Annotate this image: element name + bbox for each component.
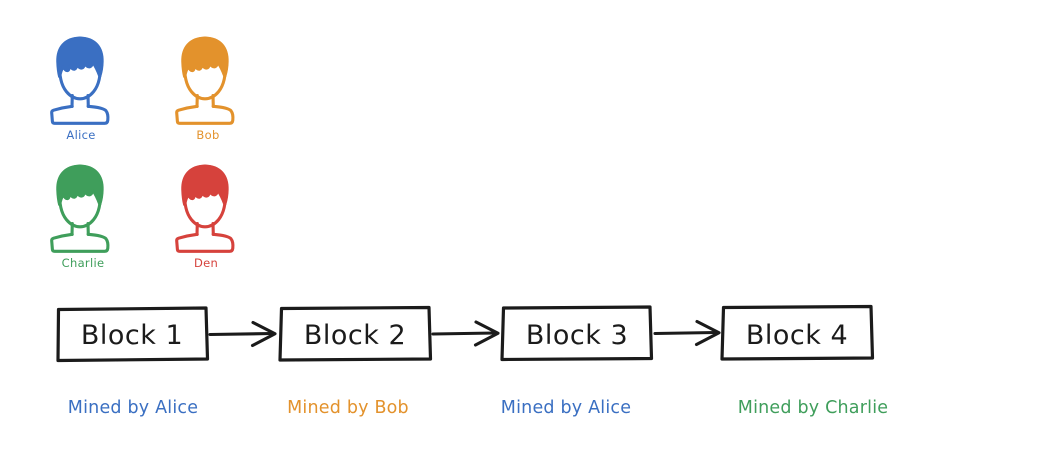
block-label-2: Block 2: [304, 320, 406, 351]
block-node-3[interactable]: Block 3: [500, 305, 654, 362]
miner-label-4: Mined by Charlie: [738, 398, 888, 418]
person-avatar-icon: [175, 36, 235, 125]
arrow-right-icon-3: [653, 319, 721, 347]
block-border-3: [500, 305, 654, 362]
participant-alice[interactable]: Alice: [50, 36, 110, 142]
participant-label-charlie: Charlie: [62, 256, 105, 270]
block-node-2[interactable]: Block 2: [278, 305, 433, 362]
participant-charlie[interactable]: Charlie: [50, 164, 110, 270]
participants-group: Alice Bob Charlie: [50, 36, 235, 270]
participant-bob[interactable]: Bob: [175, 36, 235, 142]
participant-label-bob: Bob: [196, 128, 219, 142]
block-border-4: [720, 304, 875, 361]
block-label-4: Block 4: [746, 320, 848, 351]
miner-label-1: Mined by Alice: [68, 398, 198, 418]
participant-den[interactable]: Den: [175, 164, 235, 270]
miner-label-3: Mined by Alice: [501, 398, 631, 418]
block-node-1[interactable]: Block 1: [56, 306, 210, 363]
block-border-1: [56, 306, 210, 363]
person-avatar-icon: [175, 164, 235, 253]
block-label-3: Block 3: [526, 320, 628, 351]
block-border-2: [278, 305, 433, 362]
block-label-1: Block 1: [81, 320, 183, 351]
participant-label-den: Den: [194, 256, 218, 270]
blockchain-chain: Block 1 Mined by Alice Block 2 Mined by …: [56, 304, 888, 418]
arrow-right-icon-1: [208, 320, 277, 348]
block-node-4[interactable]: Block 4: [720, 304, 875, 361]
person-avatar-icon: [50, 36, 110, 125]
arrow-right-icon-2: [431, 320, 500, 347]
miner-label-2: Mined by Bob: [287, 398, 409, 418]
person-avatar-icon: [50, 164, 110, 253]
participant-label-alice: Alice: [66, 128, 95, 142]
